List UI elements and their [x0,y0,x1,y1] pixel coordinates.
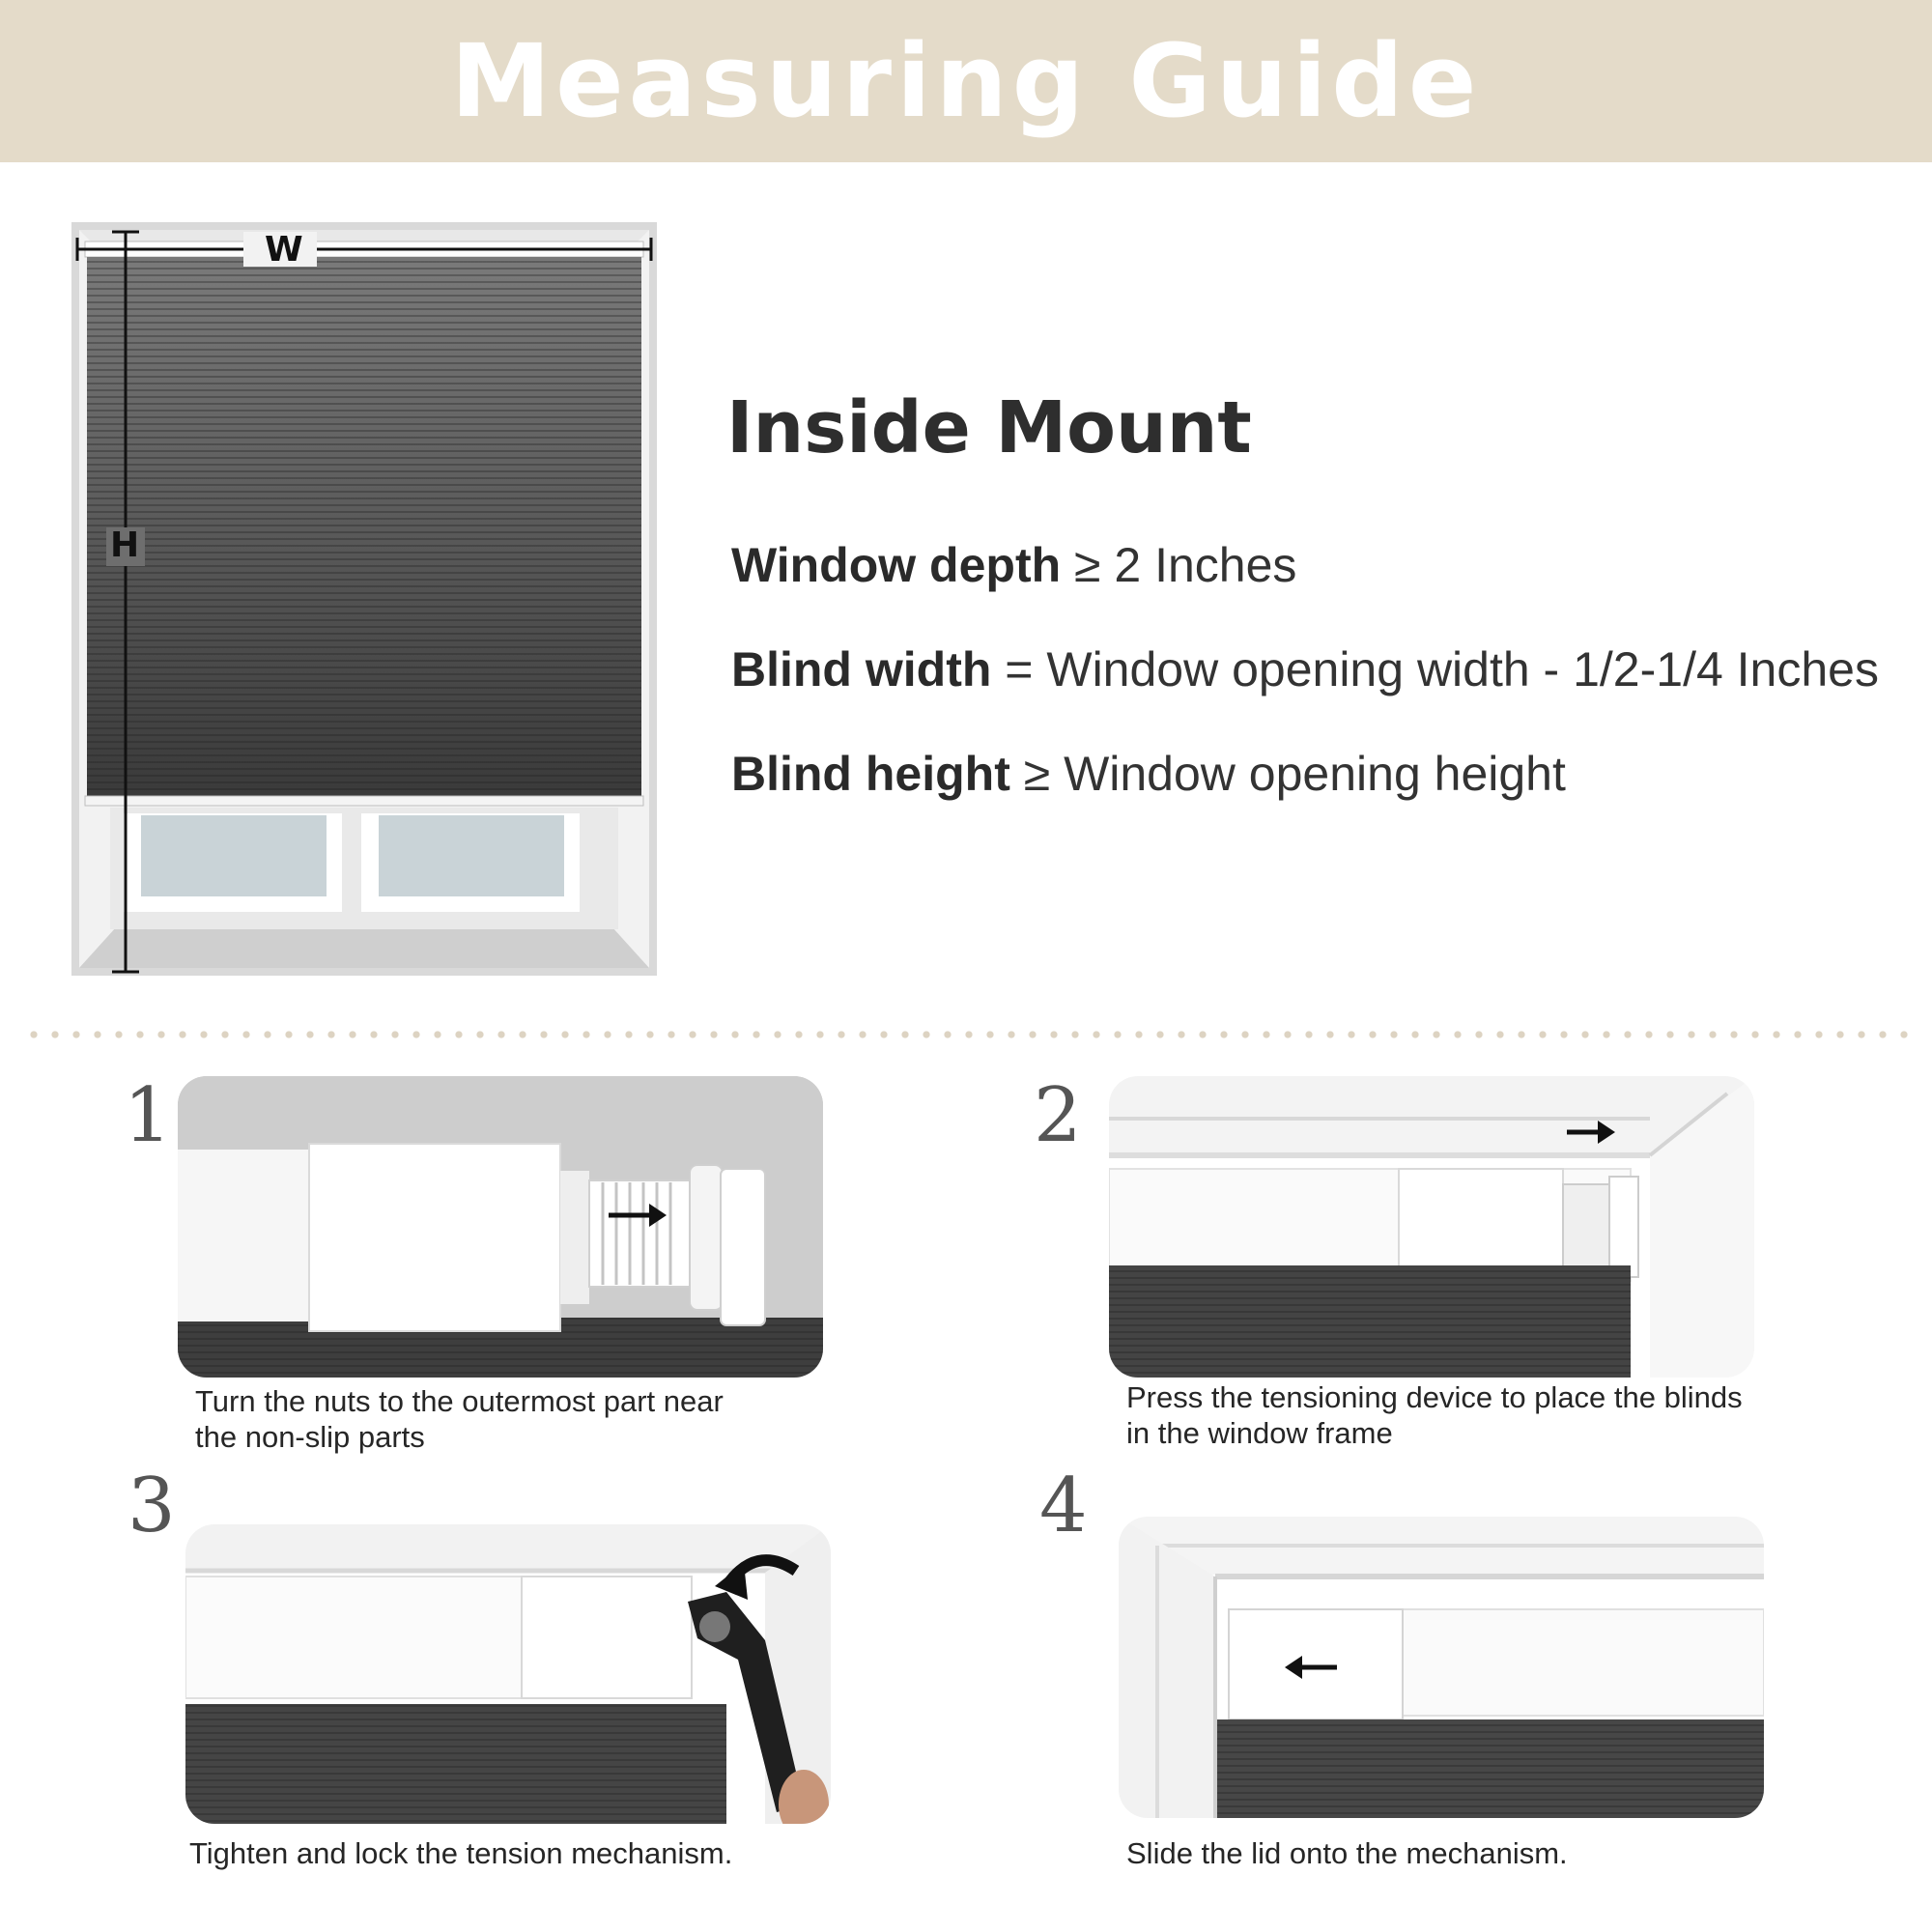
spec-label: Blind height [731,747,1010,801]
spec-label: Window depth [731,538,1062,592]
spec-label: Blind width [731,642,992,696]
step-3-number: 3 [128,1463,176,1549]
caption-line: Slide the lid onto the mechanism. [1126,1836,1568,1870]
caption-line: Tighten and lock the tension mechanism. [189,1836,733,1870]
width-dimension-label: W [265,230,303,270]
step-2-number: 2 [1034,1072,1082,1159]
step-1-number: 1 [124,1072,172,1159]
blind-window-image [71,222,657,976]
step-2-photo [1109,1076,1754,1378]
step-3-photo [185,1524,831,1824]
spec-value: ≥ Window opening height [1009,747,1566,801]
step-1-caption: Turn the nuts to the outermost part near… [195,1383,929,1455]
blind-measurement-illustration: W H [71,222,657,976]
step-4-photo [1119,1517,1764,1818]
spec-blind-width: Blind width = Window opening width - 1/2… [731,641,1879,697]
caption-line: the non-slip parts [195,1420,425,1454]
inside-mount-title: Inside Mount [726,386,1252,469]
header-band: Measuring Guide [0,0,1932,162]
spec-blind-height: Blind height ≥ Window opening height [731,746,1566,802]
step-1-photo [178,1076,823,1378]
caption-line: Press the tensioning device to place the… [1126,1380,1743,1414]
page-title: Measuring Guide [450,22,1482,140]
step-2-caption: Press the tensioning device to place the… [1126,1379,1861,1451]
spec-window-depth: Window depth ≥ 2 Inches [731,537,1296,593]
step-4-caption: Slide the lid onto the mechanism. [1126,1835,1861,1871]
height-dimension-label: H [110,526,140,565]
step-4-number: 4 [1039,1463,1088,1549]
caption-line: in the window frame [1126,1416,1393,1450]
spec-value: ≥ 2 Inches [1061,538,1297,592]
dotted-divider [23,1030,1909,1039]
caption-line: Turn the nuts to the outermost part near [195,1384,724,1418]
step-3-caption: Tighten and lock the tension mechanism. [189,1835,923,1871]
spec-value: = Window opening width - 1/2-1/4 Inches [991,642,1879,696]
